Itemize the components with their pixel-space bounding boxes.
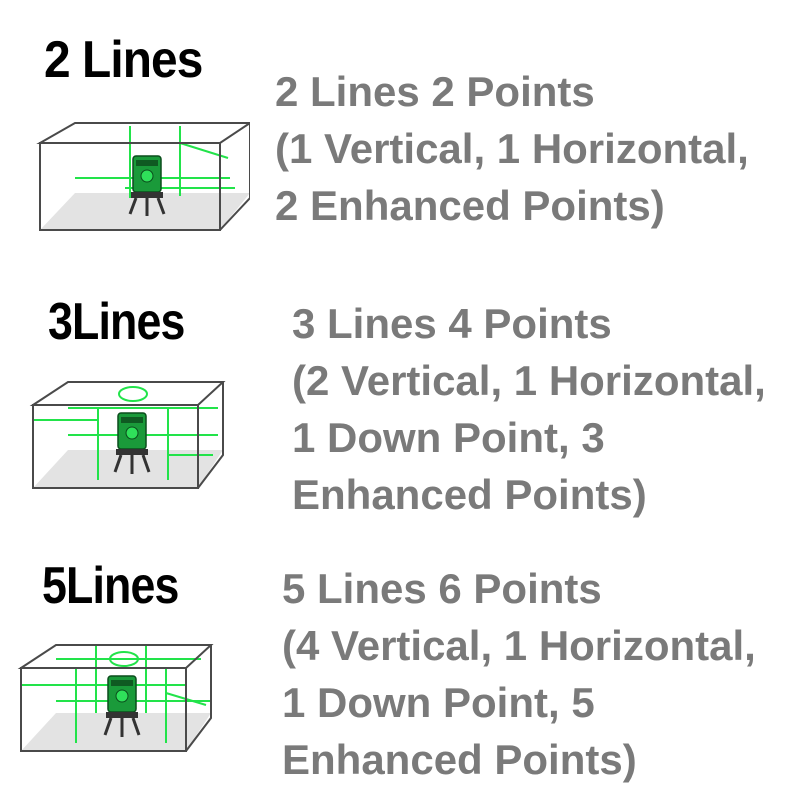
- description-line: 1 Down Point, 5: [282, 679, 595, 726]
- description-line: (4 Vertical, 1 Horizontal,: [282, 622, 756, 669]
- description-line: 2 Lines 2 Points: [275, 68, 595, 115]
- section-description: 5 Lines 6 Points (4 Vertical, 1 Horizont…: [282, 560, 756, 788]
- description-line: 2 Enhanced Points): [275, 182, 665, 229]
- section-description: 3 Lines 4 Points (2 Vertical, 1 Horizont…: [292, 295, 766, 523]
- description-line: 3 Lines 4 Points: [292, 300, 612, 347]
- description-line: 5 Lines 6 Points: [282, 565, 602, 612]
- description-line: Enhanced Points): [282, 736, 637, 783]
- description-line: Enhanced Points): [292, 471, 647, 518]
- description-line: 1 Down Point, 3: [292, 414, 605, 461]
- section-description: 2 Lines 2 Points (1 Vertical, 1 Horizont…: [275, 63, 749, 234]
- section-heading: 3Lines: [48, 293, 185, 351]
- description-line: (1 Vertical, 1 Horizontal,: [275, 125, 749, 172]
- section-heading: 2 Lines: [44, 31, 203, 89]
- section-3-lines: 3Lines 3 Lines 4 Points (2: [28, 293, 766, 523]
- three-line-laser-box-icon: [28, 380, 228, 495]
- section-heading: 5Lines: [42, 557, 179, 615]
- two-line-laser-box-icon: [30, 118, 250, 238]
- description-line: (2 Vertical, 1 Horizontal,: [292, 357, 766, 404]
- five-line-laser-box-icon: [16, 643, 216, 758]
- section-2-lines: 2 Lines 2 Lines 2 Points (1 Verti: [0, 0, 800, 260]
